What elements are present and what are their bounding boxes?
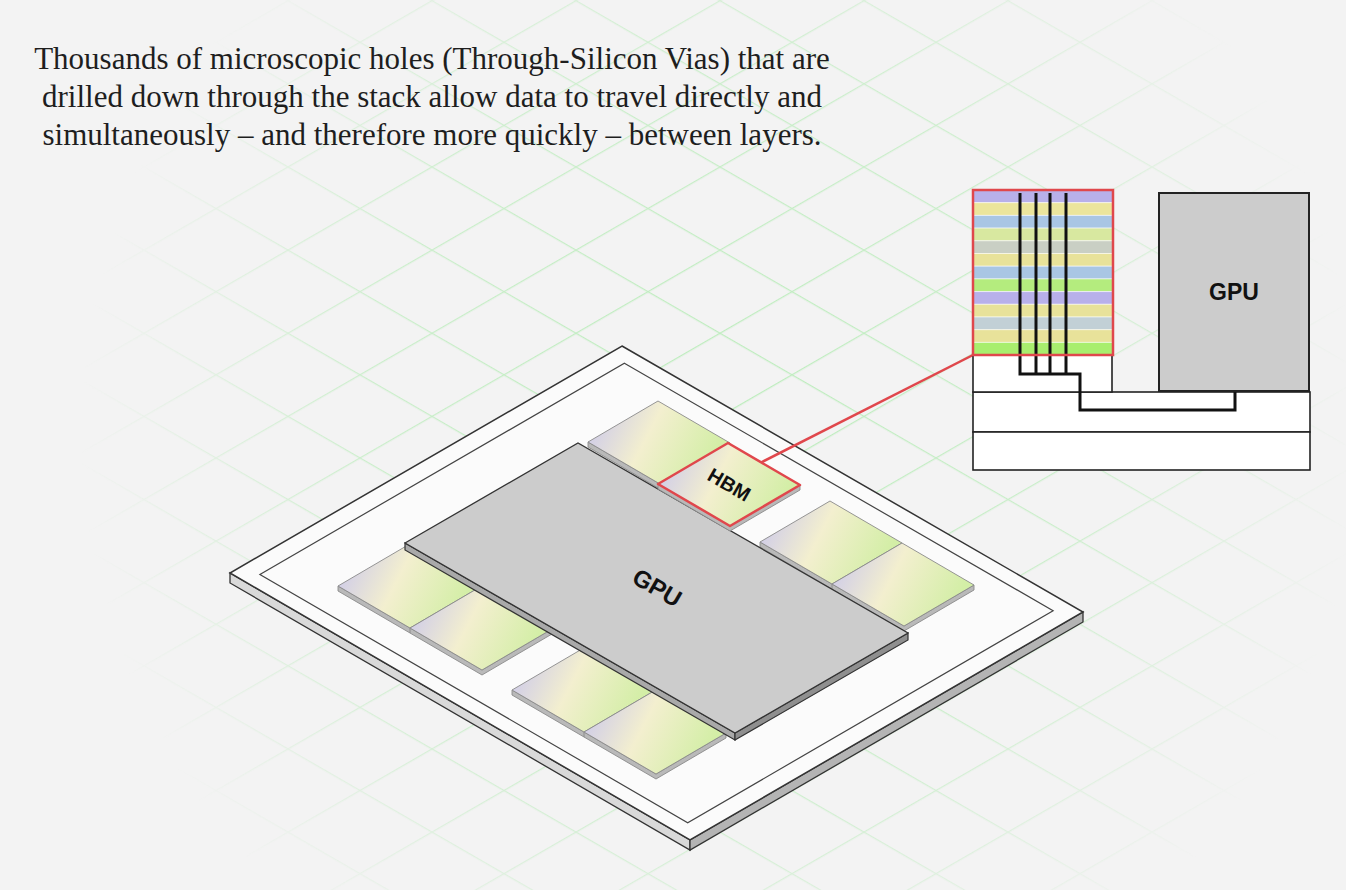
hbm-chips (338, 401, 974, 779)
node-label: GPU (1209, 279, 1259, 306)
cross-section (973, 190, 1310, 470)
gpu-section-box: GPU (1158, 192, 1310, 392)
hbm-chip: HBM (658, 443, 800, 531)
gpu-die: GPU (405, 443, 908, 740)
leader-line (760, 355, 973, 463)
substrate (230, 346, 1083, 850)
heading: Thousands of microscopic holes (Through-… (22, 40, 842, 154)
